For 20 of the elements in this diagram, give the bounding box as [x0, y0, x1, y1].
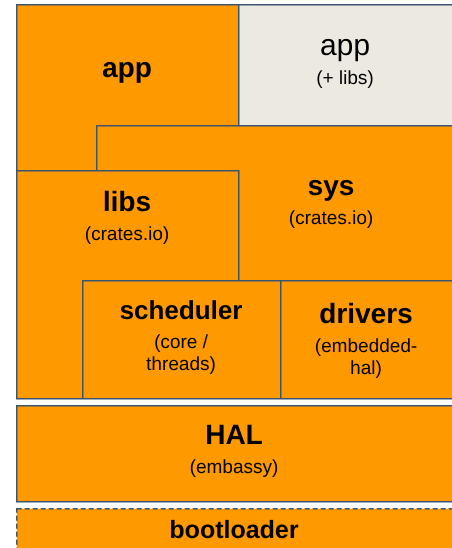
layer-subtitle: (embedded-hal) — [314, 336, 418, 380]
layer-title: drivers — [318, 298, 414, 330]
layer-subtitle: (crates.io) — [84, 224, 170, 246]
layer-subtitle: (crates.io) — [288, 208, 374, 230]
layer-subtitle: (embassy) — [188, 457, 280, 479]
layer-title: app — [318, 30, 372, 62]
layer-title: scheduler — [118, 294, 244, 326]
layer-block — [238, 4, 452, 125]
layer-title: app — [101, 52, 153, 84]
layer-block — [82, 280, 280, 398]
layer-block — [280, 280, 452, 398]
layer-title: libs — [102, 186, 152, 218]
layer-block — [16, 405, 452, 501]
layer-subtitle: (core / threads) — [145, 332, 217, 376]
layer-block — [16, 4, 238, 170]
layer-block — [16, 508, 452, 548]
layer-title: HAL — [204, 419, 264, 451]
layer-title: sys — [306, 170, 356, 202]
layer-subtitle: (+ libs) — [315, 68, 375, 90]
layer-title: bootloader — [168, 515, 300, 546]
